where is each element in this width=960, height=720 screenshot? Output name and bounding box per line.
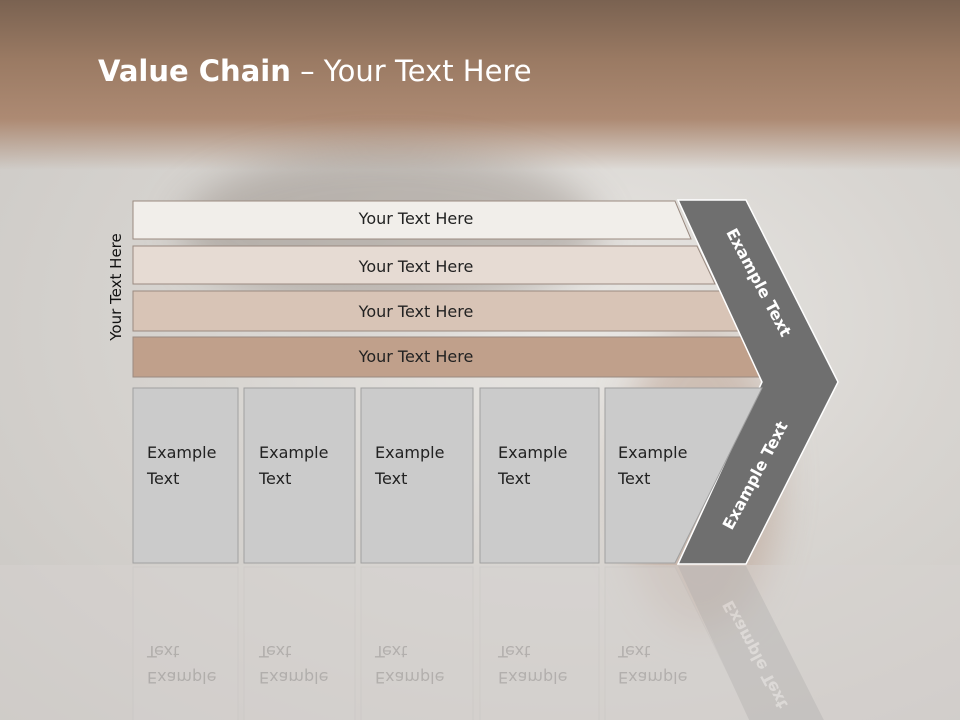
box-2-line1: Example [259, 443, 328, 462]
bar-4-label: Your Text Here [358, 347, 474, 366]
bar-3-label: Your Text Here [358, 302, 474, 321]
box-5-line2: Text [617, 469, 650, 488]
header-band [0, 0, 960, 170]
refl-box-2-line1: Example [259, 668, 328, 687]
title-bold: Value Chain [98, 54, 291, 88]
refl-box-4-line1: Example [498, 668, 567, 687]
slide-title: Value Chain – Your Text Here [98, 54, 532, 88]
box-1-line2: Text [146, 469, 179, 488]
title-rest: – Your Text Here [290, 54, 532, 88]
refl-box-3-line1: Example [375, 668, 444, 687]
box-5 [604, 387, 763, 564]
refl-box-1-line1: Example [147, 668, 216, 687]
bar-2 [132, 245, 716, 285]
box-2 [243, 387, 356, 564]
reflection-fade [0, 565, 960, 720]
refl-box-3-line2: Text [374, 642, 407, 661]
box-2-line2: Text [258, 469, 291, 488]
bar-2-label: Your Text Here [358, 257, 474, 276]
box-5-line1: Example [618, 443, 687, 462]
box-4-line1: Example [498, 443, 567, 462]
refl-box-5-line2: Text [617, 642, 650, 661]
refl-box-4-line2: Text [497, 642, 530, 661]
box-3 [360, 387, 474, 564]
bar-1 [132, 200, 692, 240]
refl-box-5-line1: Example [618, 668, 687, 687]
box-1-line1: Example [147, 443, 216, 462]
chevron-arrow [676, 199, 839, 565]
bar-1-label: Your Text Here [358, 209, 474, 228]
box-1 [132, 387, 239, 564]
box-3-line1: Example [375, 443, 444, 462]
box-4-line2: Text [497, 469, 530, 488]
box-4 [479, 387, 600, 564]
refl-box-1-line2: Text [146, 642, 179, 661]
box-3-line2: Text [374, 469, 407, 488]
refl-box-2-line2: Text [258, 642, 291, 661]
reflection: Example Text Example Text Example Text E… [132, 566, 824, 720]
